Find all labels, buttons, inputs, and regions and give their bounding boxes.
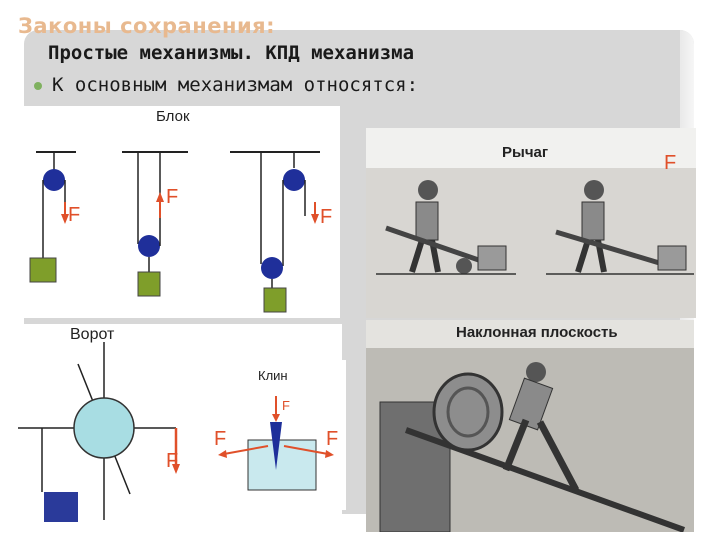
- wedge-figure: Клин F F F: [196, 360, 346, 510]
- load-box: [44, 492, 78, 522]
- incline-label: Наклонная плоскость: [456, 324, 618, 341]
- barrel-icon: [432, 372, 504, 452]
- load-box: [263, 287, 287, 313]
- wedge-diagram: [218, 396, 334, 491]
- header-title: Законы сохранения:: [18, 14, 276, 38]
- incline-diagram: [366, 348, 694, 532]
- block-figure: Блок F F F: [18, 106, 340, 318]
- pulley-icon: [283, 169, 305, 191]
- bullet-dot-icon: [34, 81, 42, 90]
- block-force-label-2: F: [166, 186, 179, 208]
- drum-icon: [73, 397, 135, 459]
- wedge-force-label-left: F: [214, 428, 227, 450]
- block-diagram: [29, 151, 320, 313]
- slide-title: Простые механизмы. КПД механизма: [48, 42, 415, 64]
- load-box: [137, 271, 161, 297]
- wedge-label: Клин: [258, 368, 288, 383]
- incline-figure: Наклонная плоскость: [366, 320, 694, 532]
- windlass-label: Ворот: [70, 326, 115, 343]
- pulley-icon: [261, 257, 283, 279]
- wedge-icon: [270, 422, 282, 470]
- bullet-text: К основным механизмам относятся:: [52, 74, 419, 96]
- lever-diagram: [366, 168, 696, 318]
- lever-force-label: F: [664, 152, 677, 174]
- lever-figure: Рычаг F: [366, 128, 696, 318]
- block-label: Блок: [156, 108, 190, 125]
- block-force-label-3: F: [320, 206, 333, 228]
- load-box: [29, 257, 57, 283]
- wedge-force-label-right: F: [326, 428, 339, 450]
- block-force-label-1: F: [68, 204, 81, 226]
- windlass-diagram: [18, 342, 180, 522]
- pulley-icon: [138, 235, 160, 257]
- wedge-force-label-top: F: [282, 398, 290, 413]
- windlass-force-label: F: [166, 450, 179, 472]
- lever-label: Рычаг: [502, 144, 549, 161]
- bullet-item: К основным механизмам относятся:: [34, 74, 418, 96]
- pulley-icon: [43, 169, 65, 191]
